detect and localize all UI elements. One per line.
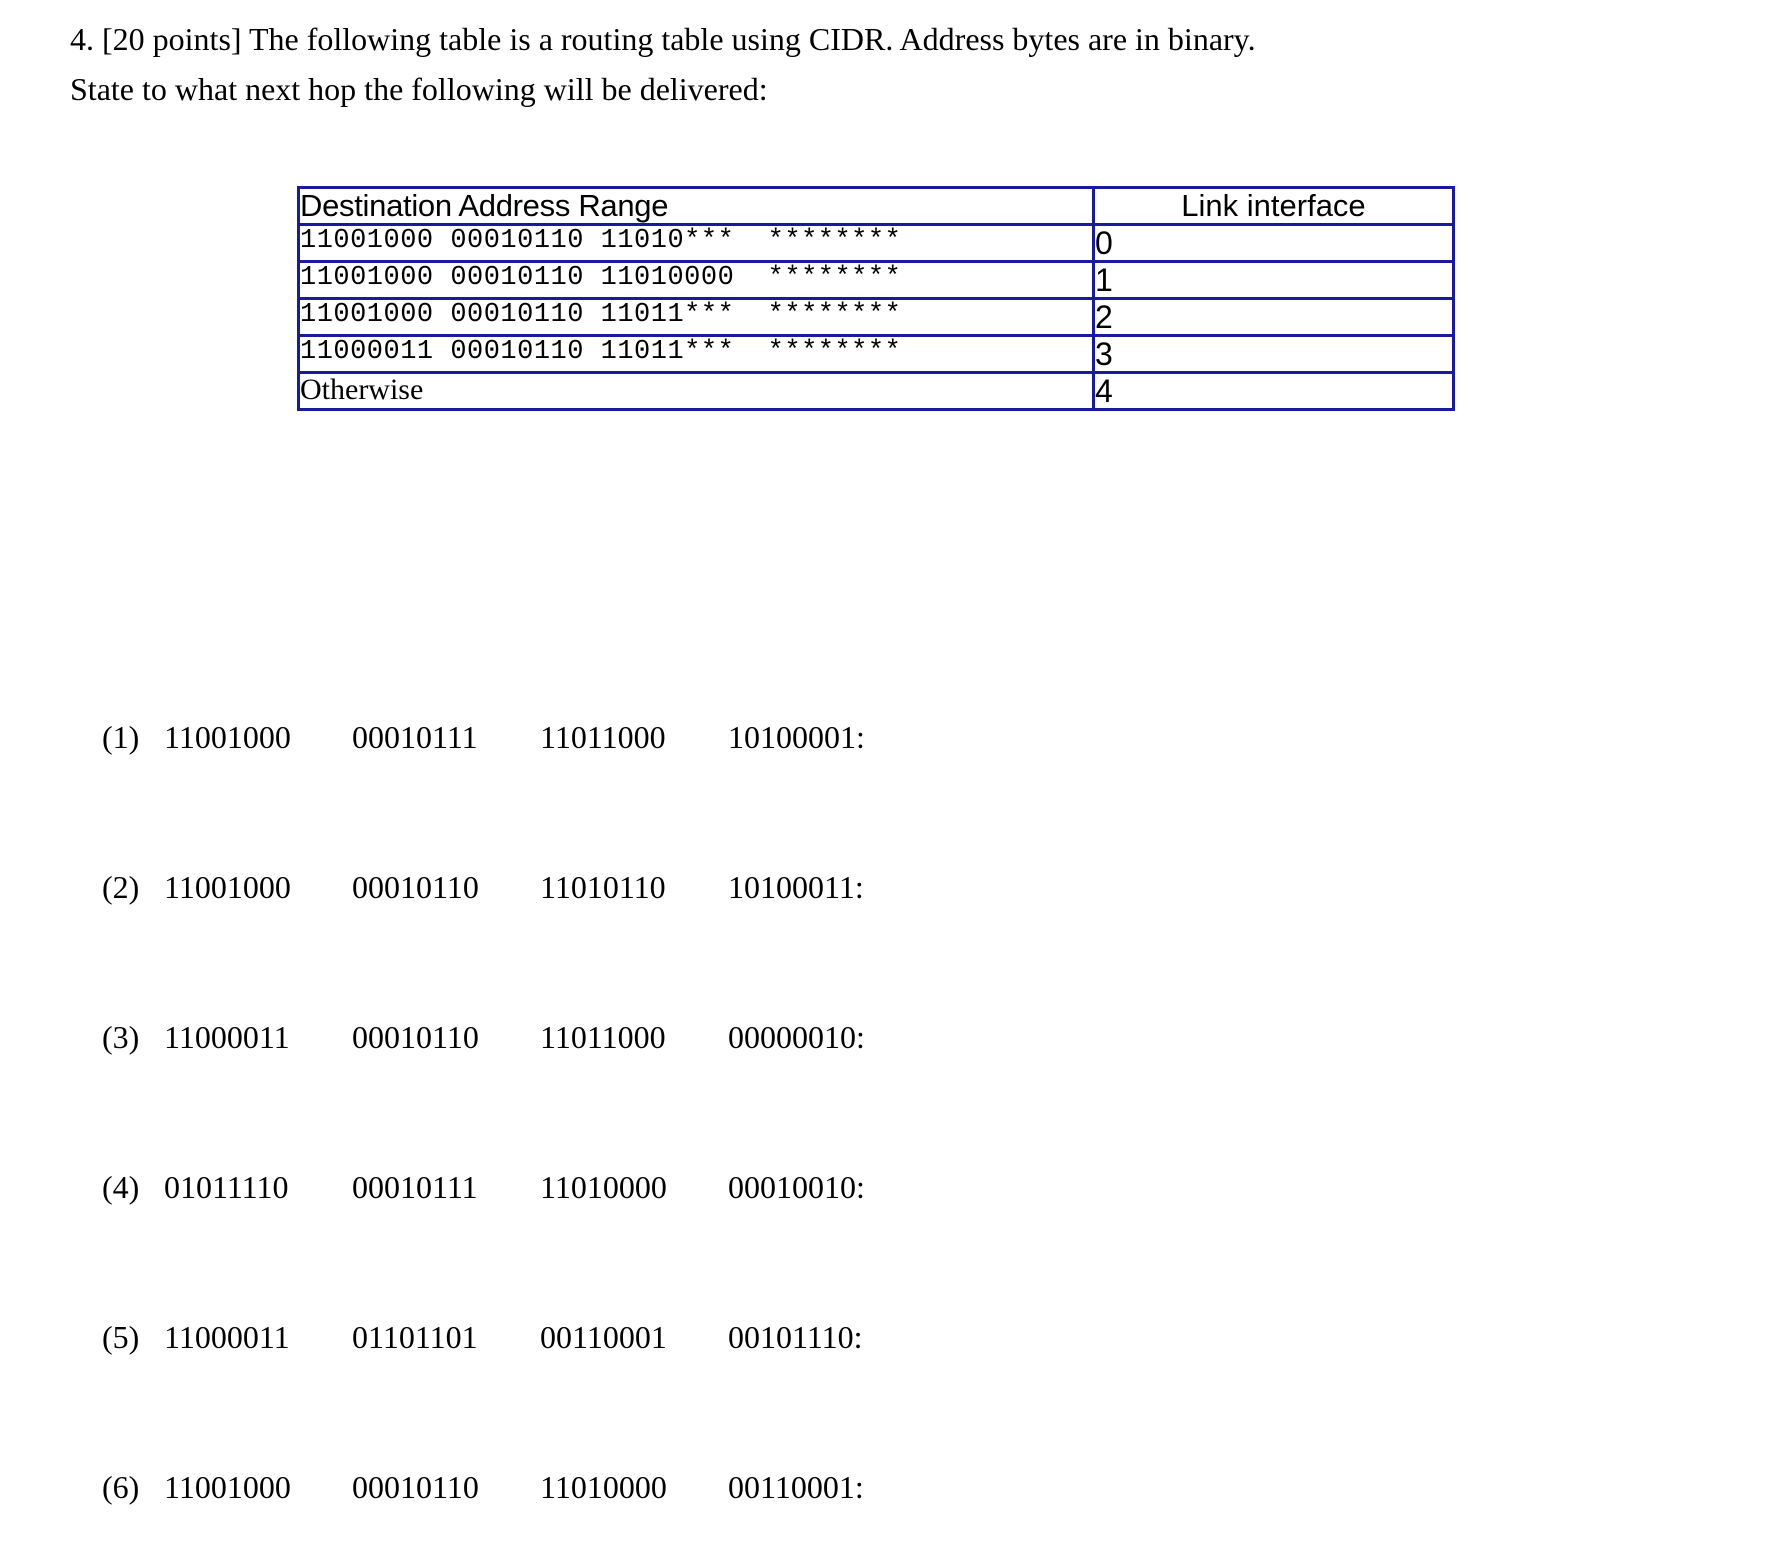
list-item: (1) 11001000 00010111 11011000 10100001: (70, 662, 1070, 812)
address-6-byte-4: 00110001: (728, 1469, 864, 1505)
link-interface-3: 3 (1092, 334, 1455, 374)
link-interface-2: 2 (1092, 297, 1455, 337)
table-row: Otherwise 4 (297, 371, 1455, 411)
table-row: 11001000 00010110 11010*** ******** 0 (297, 223, 1455, 263)
address-4-byte-1: 01011110 (164, 1169, 289, 1205)
routing-table: Destination Address Range Link interface… (297, 186, 1455, 411)
address-6-byte-3: 11010000 (540, 1469, 667, 1505)
address-2-byte-3: 11010110 (540, 869, 666, 905)
link-interface-0: 0 (1092, 223, 1455, 263)
column-header-destination-address-range: Destination Address Range (297, 186, 1095, 226)
table-row: 11001000 00010110 11010000 ******** 1 (297, 260, 1455, 300)
list-item: (4) 01011110 00010111 11010000 00010010: (70, 1112, 1070, 1262)
address-4-byte-4: 00010010: (728, 1169, 865, 1205)
destination-range-3: 11000011 00010110 11011*** ******** (297, 334, 1095, 374)
table-row: 11001000 00010110 11011*** ******** 2 (297, 297, 1455, 337)
list-item: (2) 11001000 00010110 11010110 10100011: (70, 812, 1070, 962)
destination-range-0: 11001000 00010110 11010*** ******** (297, 223, 1095, 263)
routing-table-body: Destination Address Range Link interface… (297, 186, 1455, 411)
address-3-byte-3: 11011000 (540, 1019, 666, 1055)
table-row: 11000011 00010110 11011*** ******** 3 (297, 334, 1455, 374)
list-item: (3) 11000011 00010110 11011000 00000010: (70, 962, 1070, 1112)
address-5-byte-4: 00101110: (728, 1319, 863, 1355)
address-list: (1) 11001000 00010111 11011000 10100001: (2)… (70, 662, 1070, 1562)
address-2-byte-4: 10100011: (728, 869, 864, 905)
address-index-1: (1) (102, 719, 140, 755)
address-2-byte-2: 00010110 (352, 869, 479, 905)
address-index-4: (4) (102, 1169, 140, 1205)
address-2-byte-1: 11001000 (164, 869, 291, 905)
address-3-byte-2: 00010110 (352, 1019, 479, 1055)
address-1-byte-3: 11011000 (540, 719, 666, 755)
address-4-byte-3: 11010000 (540, 1169, 667, 1205)
question-prompt: 4. [20 points] The following table is a … (70, 14, 1710, 114)
address-3-byte-1: 11000011 (164, 1019, 290, 1055)
destination-range-1: 11001000 00010110 11010000 ******** (297, 260, 1095, 300)
link-interface-1: 1 (1092, 260, 1455, 300)
column-header-link-interface: Link interface (1092, 186, 1455, 226)
address-index-2: (2) (102, 869, 140, 905)
address-4-byte-2: 00010111 (352, 1169, 478, 1205)
routing-table-container: Destination Address Range Link interface… (297, 186, 1455, 411)
question-line-2: State to what next hop the following wil… (70, 71, 768, 107)
destination-range-4-otherwise: Otherwise (297, 371, 1095, 411)
address-index-5: (5) (102, 1319, 140, 1355)
link-interface-4: 4 (1092, 371, 1455, 411)
table-header-row: Destination Address Range Link interface (297, 186, 1455, 226)
address-5-byte-2: 01101101 (352, 1319, 478, 1355)
address-1-byte-1: 11001000 (164, 719, 291, 755)
address-6-byte-2: 00010110 (352, 1469, 479, 1505)
address-1-byte-4: 10100001: (728, 719, 865, 755)
address-6-byte-1: 11001000 (164, 1469, 291, 1505)
list-item: (5) 11000011 01101101 00110001 00101110: (70, 1262, 1070, 1412)
list-item: (6) 11001000 00010110 11010000 00110001: (70, 1412, 1070, 1562)
address-5-byte-3: 00110001 (540, 1319, 667, 1355)
address-3-byte-4: 00000010: (728, 1019, 865, 1055)
question-line-1: 4. [20 points] The following table is a … (70, 21, 1256, 57)
address-index-3: (3) (102, 1019, 140, 1055)
address-5-byte-1: 11000011 (164, 1319, 290, 1355)
address-index-6: (6) (102, 1469, 140, 1505)
destination-range-2: 11001000 00010110 11011*** ******** (297, 297, 1095, 337)
address-1-byte-2: 00010111 (352, 719, 478, 755)
